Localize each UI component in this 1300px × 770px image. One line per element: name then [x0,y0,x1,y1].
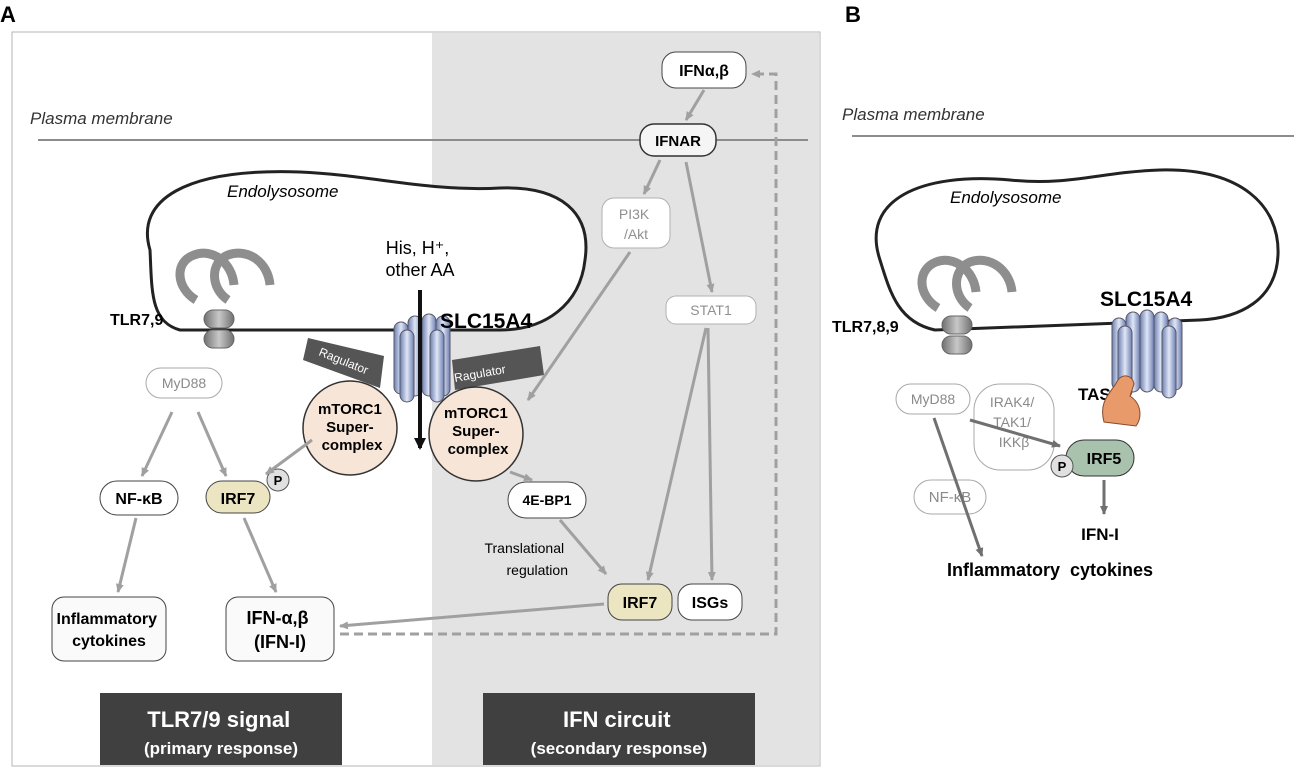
mtorc1-right [428,386,524,482]
pi3k-akt [601,197,671,249]
translational-regulation: Translational regulation [484,540,568,578]
tlr789-label: TLR7,8,9 [832,319,899,336]
panel-a-letter: A [0,2,16,27]
mtorc1-right-label: mTORC1 Super- complex [444,405,512,458]
4e-bp1 [507,481,587,519]
isgs [677,583,743,621]
footer-right-bar [483,693,755,765]
svg-text:IFNAR: IFNAR [655,133,701,150]
svg-text:NF-κB: NF-κB [115,491,162,508]
endolysosome-label-a: Endolysosome [227,182,339,201]
svg-text:IFNα,β: IFNα,β [679,63,729,80]
panel-b-letter: B [845,2,861,27]
tlr-receptor-icon-b [917,255,1017,355]
mtorc1-left-label: mTORC1 Super- complex [318,401,386,454]
myd88-a [145,367,223,399]
ragulator-right: Ragulator [452,346,544,390]
svg-text:P: P [274,473,283,488]
inflammatory-cytokines-b: Inflammatory cytokines [947,560,1153,580]
ifn-ab-a [225,596,335,662]
svg-text:ISGs: ISGs [692,595,729,612]
myd88-b [895,383,971,415]
svg-text:MyD88: MyD88 [911,391,956,407]
dashed-feedback-loop [340,70,778,636]
svg-text:P: P [1058,459,1067,474]
svg-text:IRF7: IRF7 [623,595,658,612]
plasma-membrane-label-a: Plasma membrane [30,109,173,128]
tlr79-label: TLR7,9 [110,312,163,329]
svg-text:IFN circuit (secondary res: IFN circuit (secondary response) [531,707,708,758]
svg-text:IRF7: IRF7 [221,491,256,508]
svg-text:MyD88: MyD88 [162,375,207,391]
slc15a4-label-a: SLC15A4 [440,310,533,333]
his-h-aa-label: His, H⁺, other AA [385,238,454,280]
slc15a4-label-b: SLC15A4 [1100,288,1193,311]
svg-text:4E-BP1: 4E-BP1 [522,492,571,508]
svg-text:Inflammatory cytokines: Inflammatory cytokines [57,611,162,650]
footer-left-bar [100,693,342,765]
nfkb-a [99,480,179,516]
arrows-a [116,89,716,630]
ifnab-top [661,51,747,89]
svg-text:IRF5: IRF5 [1087,451,1122,468]
svg-text:PI3K /Akt: PI3K /Akt [619,206,653,242]
ragulator-left: Ragulator [303,338,384,388]
phospho-p-b [1050,454,1074,478]
ifnar [639,123,717,157]
inflammatory-cytokines-a [51,596,167,662]
svg-text:IFN-α,β (IFN-I): IFN-α,β (IFN-I) [246,608,313,652]
irf7-b [607,583,673,621]
svg-text:IRAK4/ TAK1/ IKKβ: IRAK4/ TAK1/ IKKβ [990,394,1038,450]
svg-text:TLR7/9 signal (primary res: TLR7/9 signal (primary response) [144,707,298,758]
mtorc1-left [302,380,398,476]
nfkb-b [913,479,987,515]
ifn-i-label: IFN-I [1081,525,1119,544]
stat1 [665,295,757,325]
svg-text:STAT1: STAT1 [690,302,732,318]
irf7-a [205,480,271,514]
endolysosome-a [145,170,588,332]
plasma-membrane-label-b: Plasma membrane [842,105,985,124]
irak4-tak1-ikkb [973,383,1055,471]
tasl-adaptor [1102,375,1141,427]
endolysosome-label-b: Endolysosome [950,188,1062,207]
arrows-b [932,417,1108,557]
tlr-receptor-icon [175,248,275,349]
